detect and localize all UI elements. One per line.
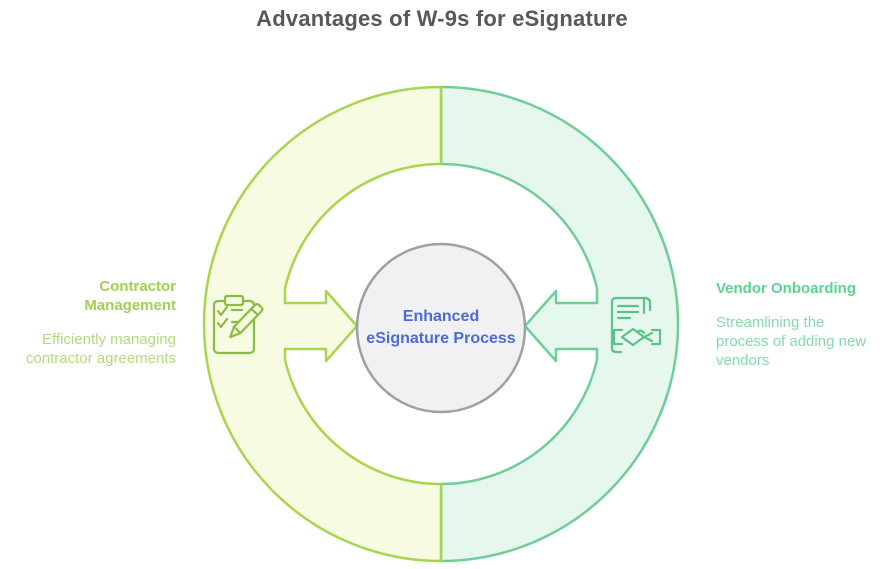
right-heading: Vendor Onboarding (716, 280, 857, 297)
left-description: Efficiently managing contractor agreemen… (25, 331, 176, 367)
right-description: Streamlining the process of adding new v… (716, 314, 867, 369)
center-label: Enhanced eSignature Process (321, 306, 561, 350)
clipboard-pencil-icon (212, 294, 264, 355)
left-heading: Contractor Management (84, 278, 176, 314)
right-label-block: Vendor Onboarding Streamlining the proce… (716, 279, 868, 370)
document-handshake-icon (610, 296, 662, 354)
center-circle (355, 242, 527, 414)
page-title: Advantages of W-9s for eSignature (256, 6, 628, 31)
center-label-line1: Enhanced (402, 308, 480, 325)
center-label-line2: eSignature Process (366, 330, 516, 347)
left-label-block: Contractor Management Efficiently managi… (16, 277, 176, 368)
right-ring-arrow-shape (439, 85, 680, 563)
left-ring-arrow-shape (202, 85, 443, 563)
